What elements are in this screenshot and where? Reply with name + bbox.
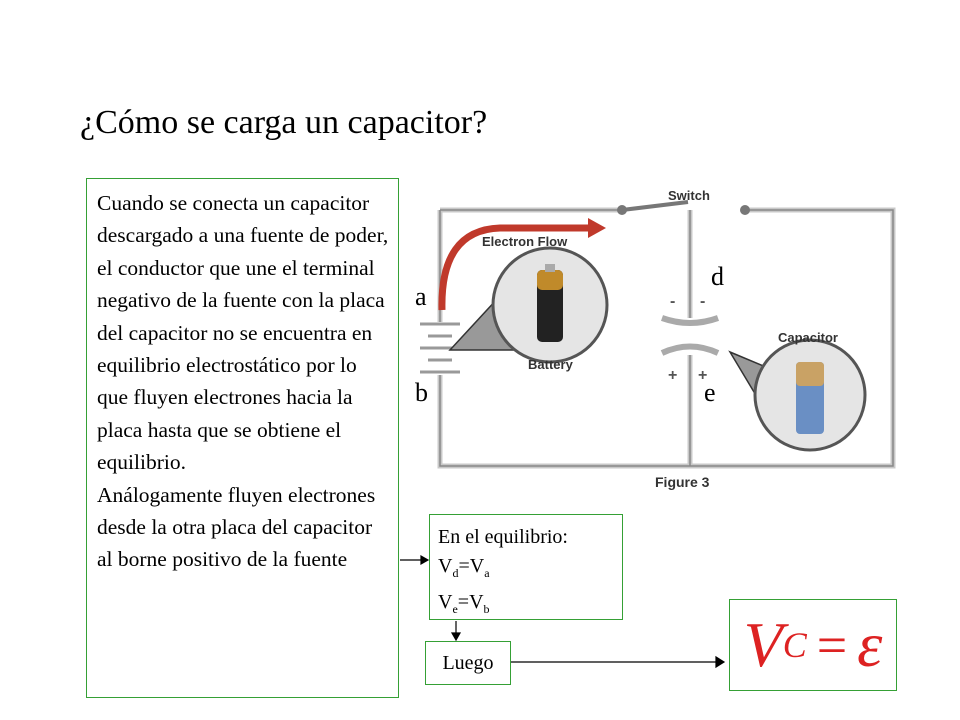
switch-contact-right [740,205,750,215]
explanation-box: Cuando se conecta un capacitor descargad… [86,178,399,698]
point-label-b: b [415,378,428,407]
formula-v: V [743,609,783,680]
equation-vd-va: Vd=Va [438,555,490,580]
explanation-paragraph-2: Análogamente fluyen electrones desde la … [97,482,376,572]
equilibrium-heading: En el equilibrio: [438,526,568,548]
battery-label: Battery [528,357,574,372]
formula-equals: = [816,615,848,675]
luego-box: Luego [425,641,511,685]
explanation-paragraph-1: Cuando se conecta un capacitor descargad… [97,191,389,475]
circuit-figure: Switch Electron Flow Battery - - + + Cap… [420,188,896,490]
minus-left: - [670,293,675,310]
switch-contact-left [617,205,627,215]
capacitor-symbol: - - + + [660,293,720,384]
equilibrium-box: En el equilibrio: Vd=Va Ve=Vb [429,514,623,620]
switch-lever [621,200,689,212]
electron-flow-arrow [438,224,590,311]
point-label-d: d [711,262,724,291]
plus-left: + [668,367,677,384]
electron-flow-label: Electron Flow [482,234,568,249]
slide-title: ¿Cómo se carga un capacitor? [80,104,488,141]
formula-emf: ε [857,609,883,680]
formula-subscript-c: C [782,625,807,665]
point-label-a: a [415,282,427,311]
battery-symbol [420,322,460,374]
point-label-e: e [704,378,716,407]
equation-ve-vb: Ve=Vb [438,591,490,616]
minus-right: - [700,293,705,310]
switch-label: Switch [668,188,710,203]
figure-caption: Figure 3 [655,474,710,490]
plus-right: + [698,367,707,384]
capacitor-label: Capacitor [778,330,838,345]
